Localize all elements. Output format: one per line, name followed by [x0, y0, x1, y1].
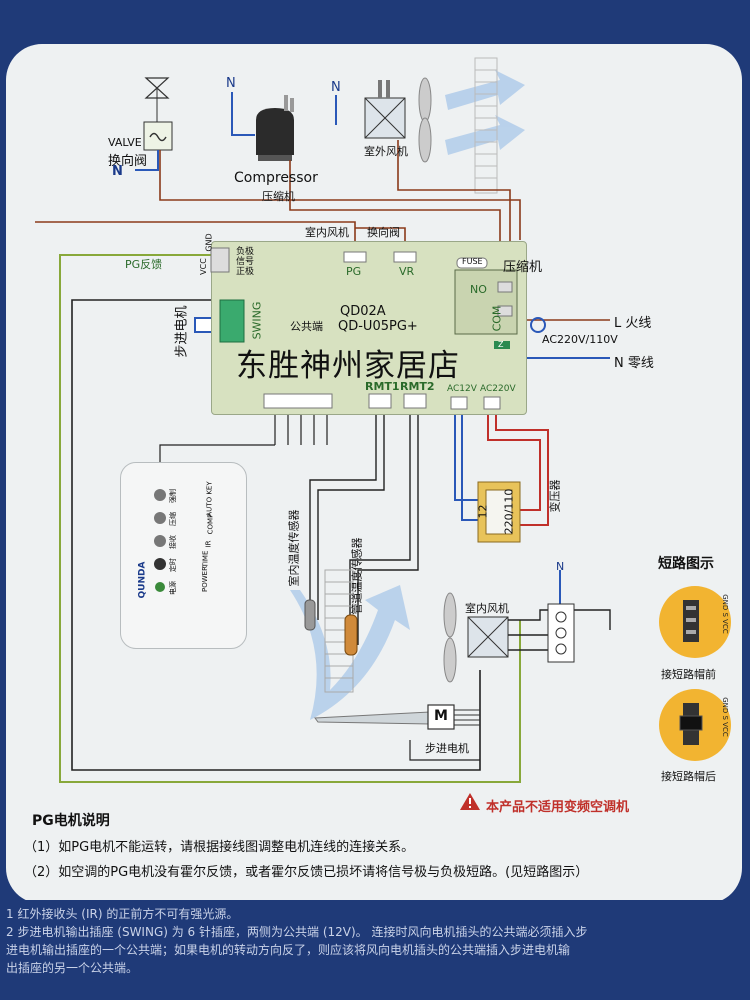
outdoor-fan-icon [364, 77, 432, 163]
vcc-label: VCC [198, 258, 208, 275]
rmt1-label: RMT1 [365, 380, 400, 393]
short-cap-after [659, 689, 731, 761]
shop-watermark: 东胜神州家居店 [236, 348, 460, 384]
airflow-arrow-top [445, 70, 525, 155]
outdoor-fan-label: 室外风机 [364, 145, 408, 158]
remote-power-cn: 电源 [169, 581, 177, 595]
remote-comp: COMP [206, 513, 215, 535]
footer-line-3: 进电机输出插座的一个公共端；如果电机的转动方向反了，则应该将风向电机插头的公共端… [6, 943, 571, 957]
remote-ir: IR [204, 540, 213, 548]
valve-en-label: VALVE [108, 136, 142, 149]
ac12-label: AC12V [447, 384, 477, 394]
indoor-fan-top-label: 室内风机 [305, 226, 349, 239]
ac220-label: AC220V [480, 384, 516, 394]
footer-notes: 1 红外接收头 (IR) 的正前方不可有强光源。 2 步进电机输出插座 (SWI… [0, 900, 750, 1000]
remote-time-cn: 定时 [169, 558, 177, 572]
footer-line-4: 出插座的另一个公共端。 [6, 961, 139, 975]
short-cap-before [659, 586, 731, 658]
indoor-fan-icon [443, 592, 509, 683]
live-label: L 火线 [614, 316, 652, 331]
transformer-12-label: 12 [476, 504, 490, 519]
fuse-label: FUSE [462, 257, 483, 266]
pos-label: 正极 [236, 267, 255, 277]
short-before-label: 接短路帽前 [661, 668, 716, 681]
stepper-left-label: 步进电机 [174, 305, 190, 358]
transformer-220-label: 220/110 [502, 488, 516, 535]
compressor-icon [256, 95, 294, 161]
footer-line-1: 1 红外接收头 (IR) 的正前方不可有强光源。 [6, 907, 239, 921]
no-label: NO [470, 283, 487, 296]
transformer-icon [477, 481, 521, 543]
notes-line-1: （1）如PG电机不能运转，请根据接线图调整电机连线的连接关系。 [24, 840, 415, 855]
pg-label: PG [346, 265, 362, 278]
neutral-label: N 零线 [614, 356, 654, 371]
cap-after-text: GND S VCC [720, 697, 729, 737]
remote-power: POWER [200, 566, 209, 592]
warning-icon [460, 793, 480, 810]
valve-cn-label: 换向阀 [108, 154, 148, 169]
compressor-n-label: N [226, 76, 236, 91]
remote-receiver [120, 462, 247, 649]
ac-input-label: AC220V/110V [542, 333, 618, 346]
n-bottom-label: N [556, 560, 565, 573]
indoor-fan-bottom-label: 室内风机 [465, 602, 509, 615]
remote-time: TIME [201, 550, 210, 568]
remote-auto: AUTO KEY [205, 481, 214, 517]
signal-label: 信号 [236, 257, 255, 267]
motor-m-label: M [434, 708, 448, 724]
room-sensor-label: 室内温度传感器 [287, 509, 301, 587]
capacitor-block [547, 603, 575, 663]
swing-blade [314, 711, 431, 725]
outdoor-fan-n-label: N [331, 80, 341, 95]
rmt2-label: RMT2 [400, 380, 435, 393]
remote-comp-cn: 压缩 [169, 512, 177, 526]
notes-line-2: （2）如空调的PG电机没有霍尔反馈，或者霍尔反馈已损坏请将信号极与负极短路。(见… [24, 865, 589, 880]
remote-brand: QUNDA [137, 561, 148, 599]
airflow-arrow-bottom [290, 585, 410, 720]
short-after-label: 接短路帽后 [661, 770, 716, 783]
compressor-en-label: Compressor [234, 170, 318, 186]
model-label-1: QD02A [340, 304, 386, 319]
neg-label: 负极 [236, 247, 255, 257]
transformer-label: 变压器 [548, 479, 562, 513]
compressor-right-label: 压缩机 [503, 260, 543, 275]
footer-line-2: 2 步进电机输出插座 (SWING) 为 6 针插座，两侧为公共端 (12V)。… [6, 925, 588, 939]
pg-notes: PG电机说明 （1）如PG电机不能运转，请根据接线图调整电机连线的连接关系。 （… [14, 810, 734, 880]
valve-icon [143, 77, 173, 151]
stepper-bottom-label: 步进电机 [425, 742, 469, 755]
pipe-sensor-label: 管道温度传感器 [350, 537, 364, 615]
gnd-label: GND [204, 233, 214, 252]
pg-feedback-label: PG反馈 [125, 258, 163, 271]
short-title: 短路图示 [658, 556, 714, 572]
remote-ir-cn: 接收 [169, 535, 177, 549]
stepper-motor-icon [427, 704, 480, 730]
valve-n-label: N [112, 164, 123, 179]
cap-before-text: GND S VCC [720, 594, 729, 634]
common-label: 公共端 [290, 320, 323, 333]
warning-text: 本产品不适用变频空调机 [486, 800, 630, 815]
model-label-2: QD-U05PG+ [338, 319, 418, 334]
compressor-cn-label: 压缩机 [262, 190, 295, 203]
notes-title: PG电机说明 [32, 813, 110, 829]
reversing-valve-top-label: 换向阀 [367, 226, 400, 239]
com-label: COM [490, 305, 504, 332]
swing-label: SWING [250, 301, 264, 340]
vr-label: VR [399, 265, 415, 278]
remote-auto-cn: 强制 [169, 489, 177, 503]
z-label: Z [498, 340, 504, 349]
heat-exchanger-top [474, 57, 498, 194]
